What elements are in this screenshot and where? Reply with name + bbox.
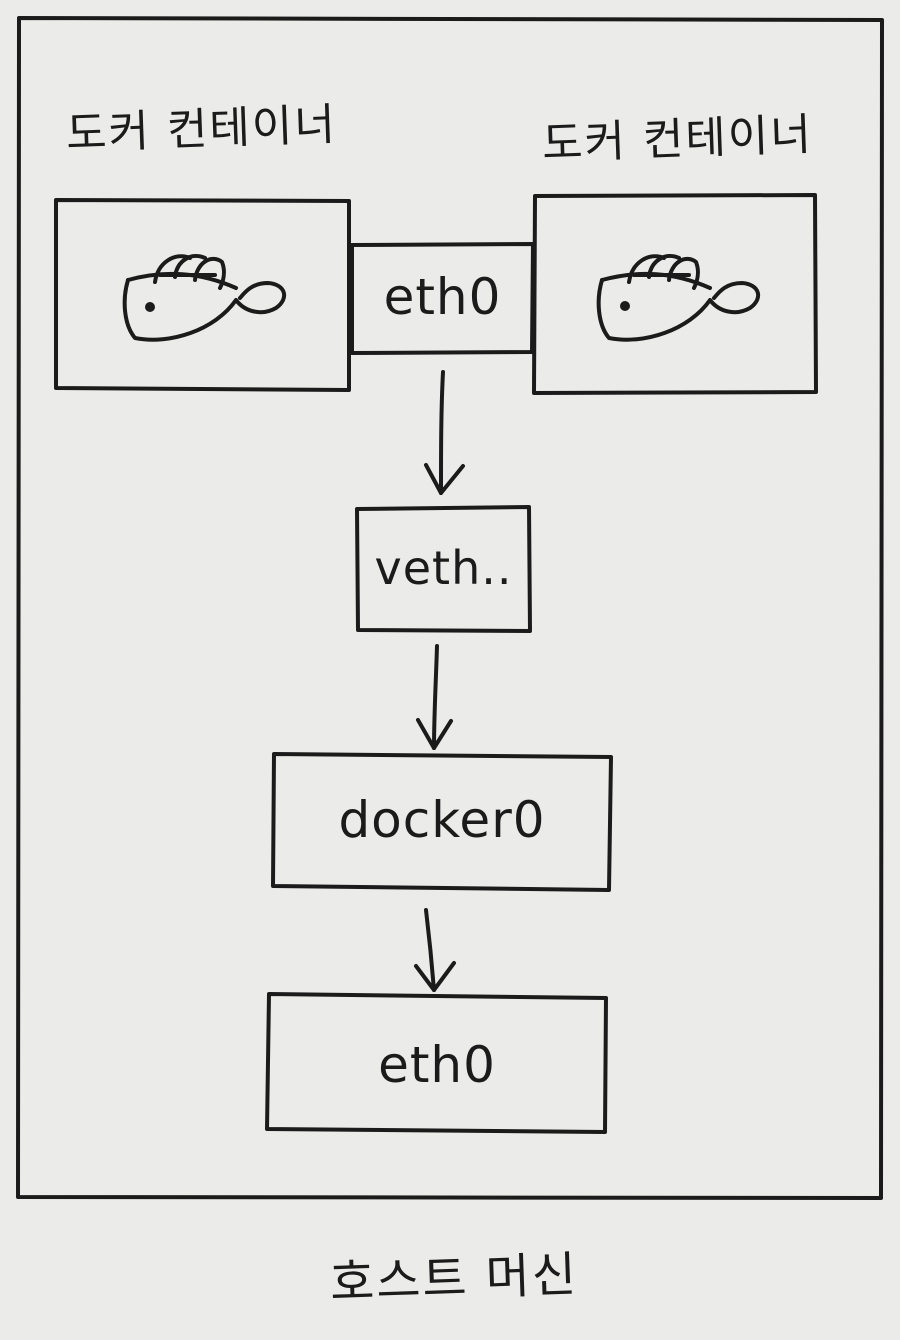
veth-box — [355, 505, 532, 633]
veth-label: veth.. — [374, 541, 513, 595]
host-eth-box — [265, 992, 608, 1134]
right-whale-eye — [620, 301, 630, 311]
arrow-docker0-to-eth — [424, 908, 436, 992]
left-container-label: 도커 컨테이너 — [65, 99, 338, 160]
arrow-eth-to-veth-head — [424, 463, 465, 495]
docker0-box — [271, 752, 613, 892]
right-container-label: 도커 컨테이너 — [541, 109, 814, 170]
left-whale-eye — [145, 302, 155, 312]
right-docker-whale-icon — [596, 254, 761, 342]
host-machine-frame — [16, 16, 884, 1200]
left-docker-whale-icon — [122, 254, 287, 342]
container-eth-box — [350, 242, 535, 355]
host-machine-label: 호스트 머신 — [329, 1246, 579, 1312]
arrow-veth-to-docker0-head — [416, 718, 453, 750]
right-container-box — [532, 193, 818, 395]
host-eth-label: eth0 — [378, 1036, 496, 1094]
arrow-eth-to-veth — [439, 370, 445, 495]
arrow-veth-to-docker0 — [432, 644, 439, 750]
left-container-box — [54, 198, 351, 392]
docker0-label: docker0 — [338, 791, 546, 849]
arrow-docker0-to-eth-head — [414, 961, 456, 992]
container-eth-label: eth0 — [383, 268, 502, 326]
